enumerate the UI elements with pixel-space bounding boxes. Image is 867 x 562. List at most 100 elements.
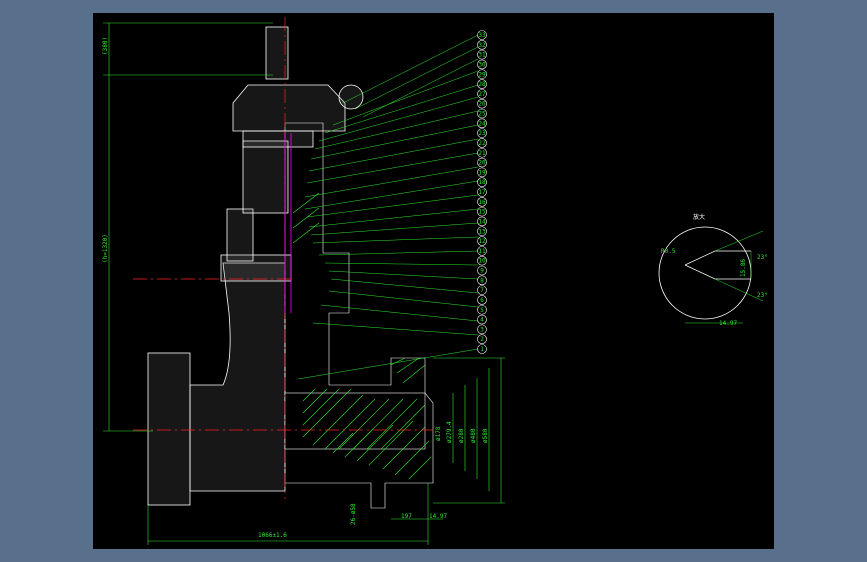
part-balloon <box>477 246 487 256</box>
part-number: 32 <box>478 42 486 49</box>
dim-bottom-3: 26-ø58 <box>350 503 357 525</box>
detail-width: 15.86 <box>740 259 747 277</box>
part-balloon <box>477 236 487 246</box>
part-number: 28 <box>478 81 486 88</box>
part-number: 13 <box>478 228 486 235</box>
part-balloon <box>477 167 487 178</box>
part-balloon <box>477 108 487 119</box>
part-number: 29 <box>478 71 486 78</box>
part-balloon <box>477 30 487 40</box>
left-body <box>189 262 286 492</box>
dim-bore-4: ø480 <box>470 428 477 443</box>
detail-circle <box>658 226 752 320</box>
detail-angle-1: 23° <box>757 254 768 261</box>
dim-bottom-1: 197 <box>401 513 412 520</box>
part-number: 8 <box>480 277 484 284</box>
dim-bore-1: ø178 <box>435 426 442 441</box>
part-number: 20 <box>478 160 486 167</box>
dim-height-open: (h=1320) <box>102 234 109 263</box>
part-balloon <box>477 314 487 325</box>
yoke <box>226 208 254 262</box>
part-balloon <box>477 324 487 335</box>
part-number: 12 <box>478 238 486 245</box>
part-balloon <box>477 275 487 286</box>
detail-title: 放大 <box>693 213 705 221</box>
part-number: 17 <box>478 189 486 196</box>
leader-lines <box>297 34 479 380</box>
part-number: 33 <box>478 32 486 39</box>
dim-height-top: (380) <box>102 37 109 55</box>
part-balloon <box>477 197 487 207</box>
part-balloon <box>477 128 487 138</box>
stem <box>284 133 292 313</box>
detail-angle-2: 23° <box>757 292 768 299</box>
detail-view: 放大 R0.5 23° 23° 15.86 14.97 <box>658 213 768 327</box>
valve-outline <box>147 26 364 506</box>
part-number: 23 <box>478 130 486 137</box>
part-balloon <box>477 157 487 168</box>
dim-bottom-2: 14.97 <box>429 513 447 520</box>
detail-bottom: 14.97 <box>719 320 737 327</box>
actuator-housing <box>232 84 346 132</box>
part-balloon <box>477 59 487 70</box>
part-number: 10 <box>478 258 486 265</box>
part-number: 22 <box>478 140 486 147</box>
dimension-lines <box>103 22 505 545</box>
valve-drawing: 3332313029282726252423222120191817161514… <box>102 17 768 545</box>
dim-total-length: 1066±1.6 <box>258 532 287 539</box>
part-balloon <box>477 304 487 315</box>
part-number: 1 <box>480 346 484 353</box>
part-number: 24 <box>478 120 486 127</box>
dimension-text: (380) (h=1320) 1066±1.6 ø178 ø279.4 ø280… <box>102 37 489 539</box>
part-balloon <box>477 285 487 295</box>
part-balloon <box>477 334 487 344</box>
actuator-flange <box>242 130 314 148</box>
stem-housing <box>242 140 289 214</box>
part-number: 19 <box>478 169 486 176</box>
part-balloon <box>477 49 487 60</box>
section-body <box>284 122 434 509</box>
part-balloon <box>477 295 487 305</box>
part-balloon <box>477 344 487 354</box>
part-balloon <box>477 147 487 158</box>
part-number: 5 <box>480 307 484 314</box>
detail-radius: R0.5 <box>661 248 676 255</box>
part-number: 3 <box>480 326 484 333</box>
part-number: 18 <box>478 179 486 186</box>
part-balloon <box>477 206 487 217</box>
inlet-flange <box>147 352 191 506</box>
dim-bore-3: ø280 <box>458 428 465 443</box>
part-balloon <box>477 226 487 237</box>
part-number: 14 <box>478 218 486 225</box>
part-balloon <box>477 138 487 148</box>
part-balloon <box>477 69 487 80</box>
part-number: 4 <box>480 317 484 324</box>
part-number: 2 <box>480 336 484 343</box>
part-number: 27 <box>478 91 486 98</box>
part-balloon <box>477 118 487 129</box>
part-number: 25 <box>478 111 486 118</box>
part-balloon <box>477 216 487 227</box>
part-balloon <box>477 255 487 266</box>
part-balloon <box>477 40 487 50</box>
part-balloon <box>477 98 487 109</box>
stem-cap <box>265 26 289 80</box>
part-number: 26 <box>478 101 486 108</box>
part-balloon <box>477 89 487 99</box>
part-balloon <box>477 187 487 197</box>
part-balloon <box>477 79 487 89</box>
part-number: 6 <box>480 297 484 304</box>
part-balloon <box>477 265 487 276</box>
part-balloon <box>477 177 487 187</box>
part-number: 16 <box>478 199 486 206</box>
part-number: 15 <box>478 209 486 216</box>
part-number: 11 <box>478 248 486 255</box>
part-number: 21 <box>478 150 486 157</box>
handwheel-hub <box>338 84 364 110</box>
dim-bore-5: ø580 <box>482 428 489 443</box>
part-number: 9 <box>480 268 484 275</box>
part-number: 31 <box>478 52 486 59</box>
part-number: 7 <box>480 287 484 294</box>
part-balloons: 3332313029282726252423222120191817161514… <box>477 30 487 354</box>
